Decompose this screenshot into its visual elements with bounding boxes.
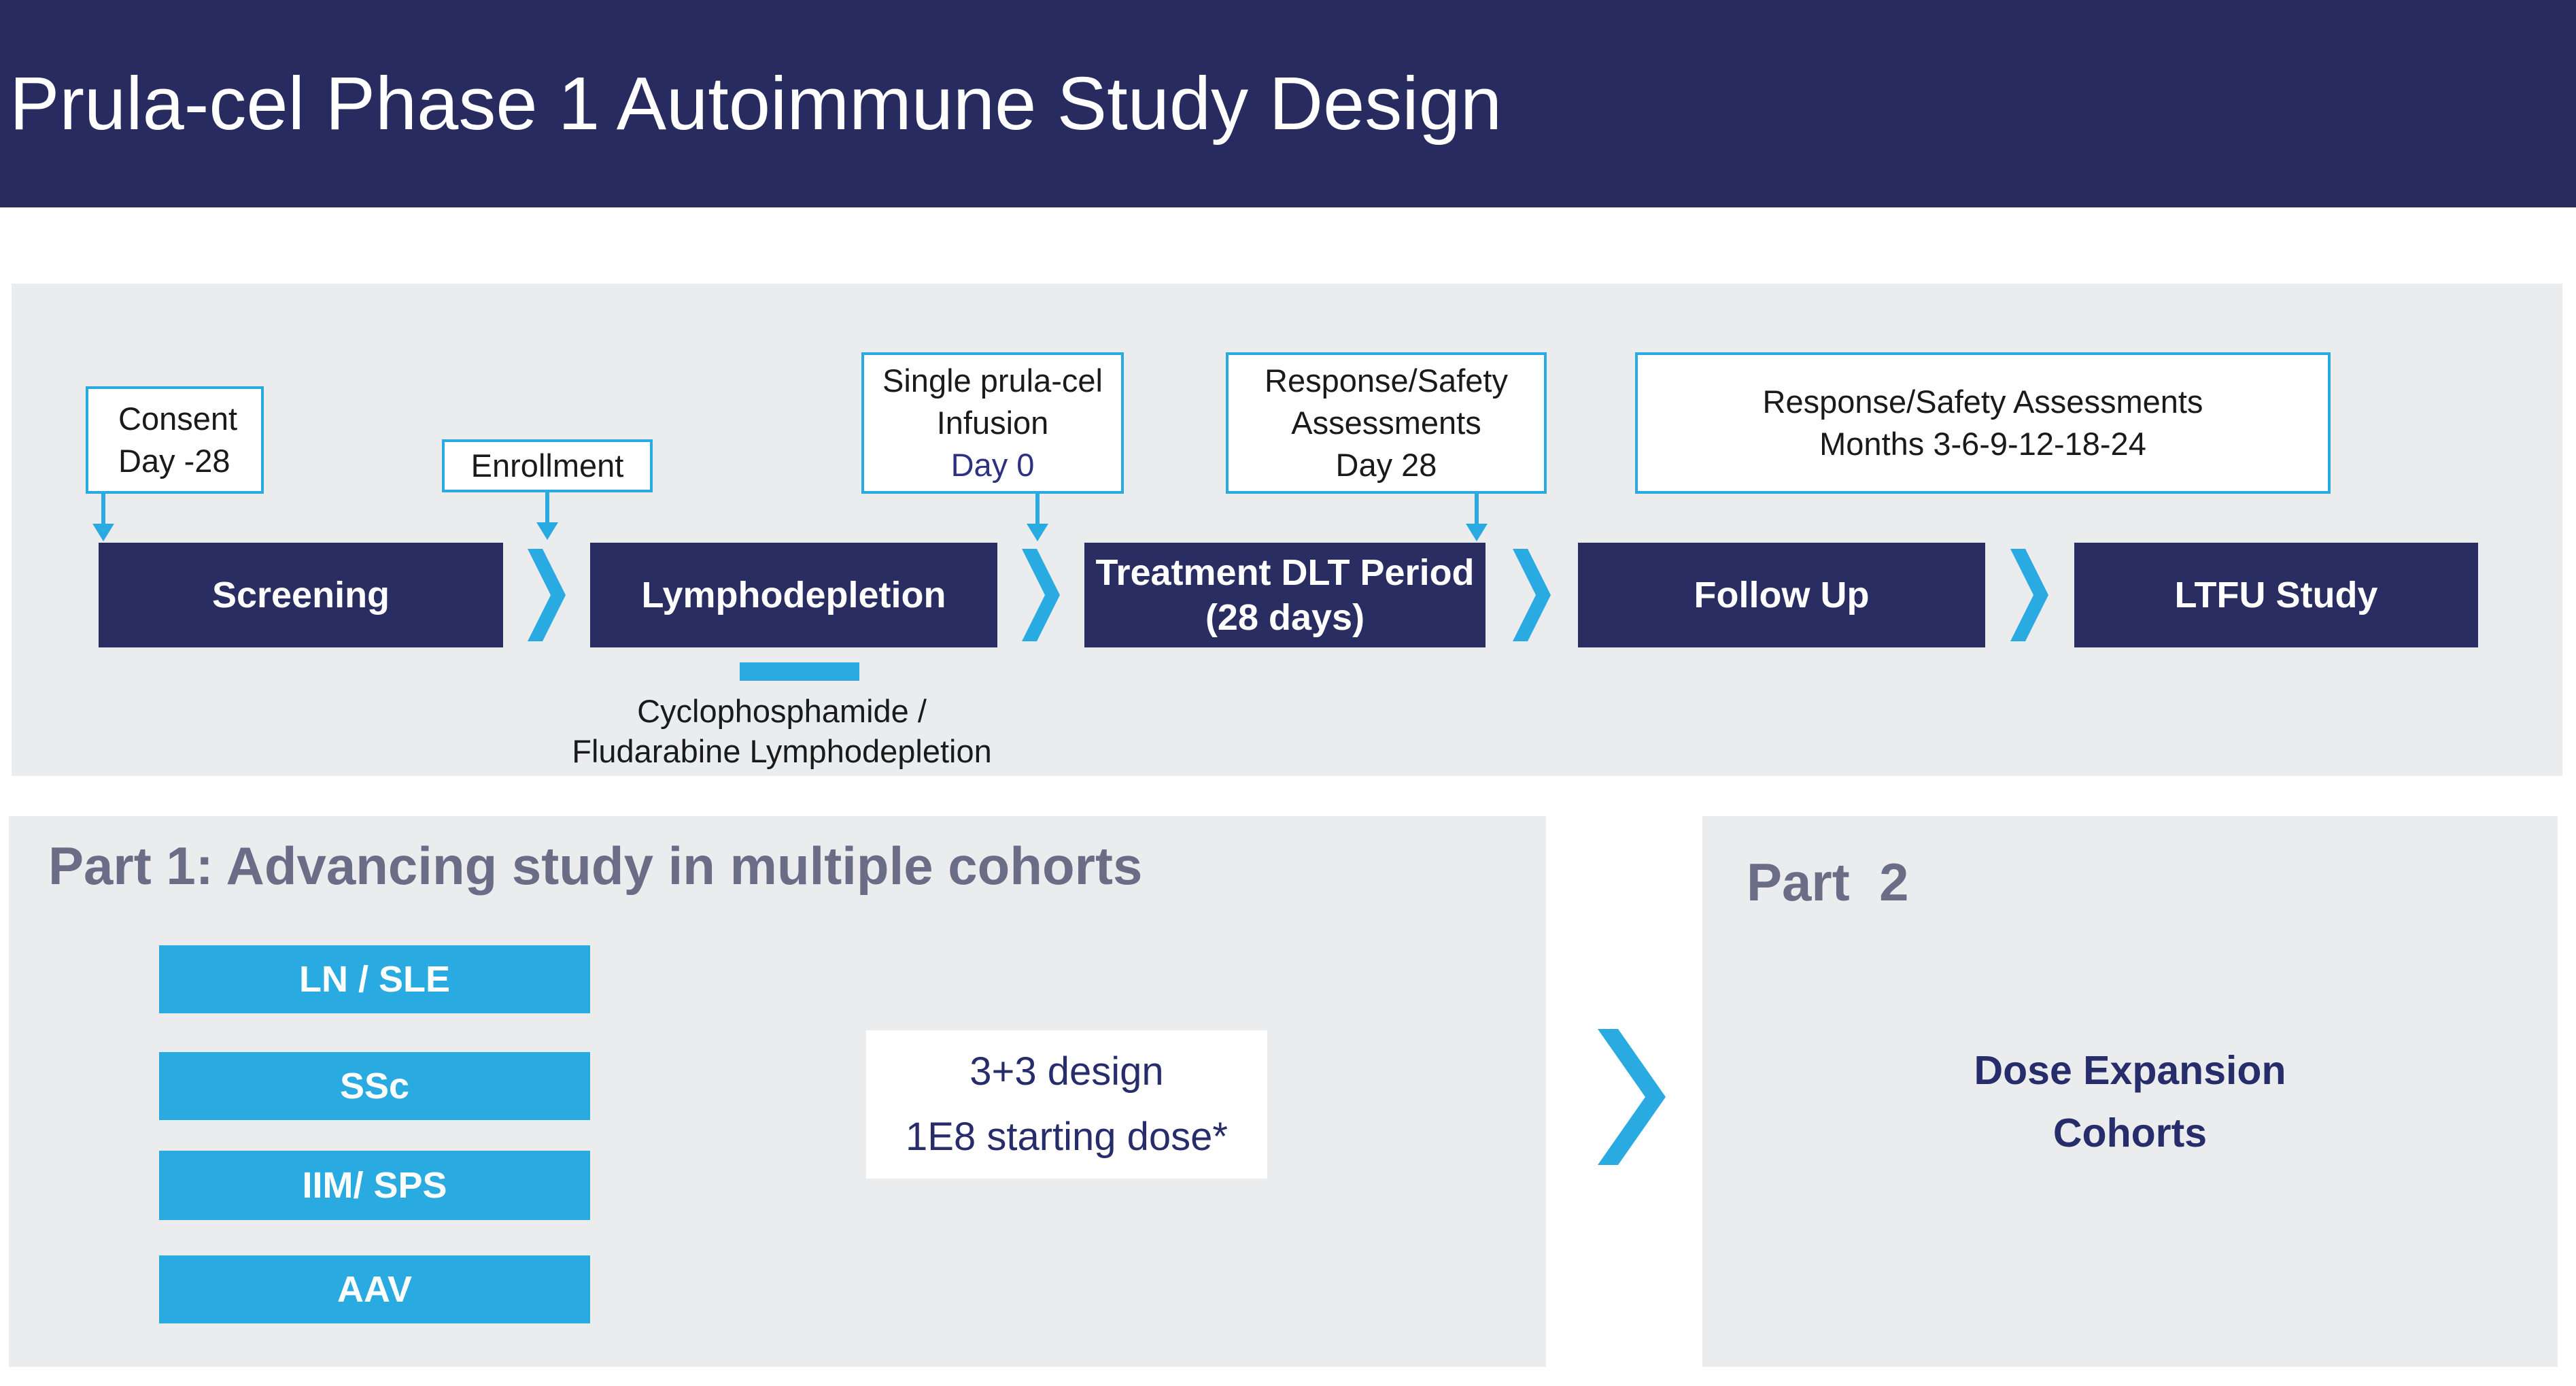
callout-infusion-line1: Single prula-cel bbox=[882, 362, 1103, 399]
callout-day28-line3: Day 28 bbox=[1335, 447, 1437, 483]
dose-expansion-line1: Dose Expansion bbox=[1974, 1048, 2286, 1093]
callout-enrollment-label: Enrollment bbox=[470, 447, 624, 484]
lymphodepletion-note: Cyclophosphamide / Fludarabine Lymphodep… bbox=[523, 691, 1040, 771]
down-arrow-icon bbox=[1465, 494, 1488, 541]
part-transition-chevron-icon bbox=[1598, 1029, 1666, 1165]
callout-months: Response/Safety Assessments Months 3-6-9… bbox=[1635, 352, 2331, 494]
callout-day28-line2: Assessments bbox=[1291, 405, 1481, 441]
design-note-box: 3+3 design 1E8 starting dose* bbox=[866, 1030, 1267, 1179]
callout-infusion-line2: Infusion bbox=[936, 405, 1049, 441]
callout-consent-line2: Day -28 bbox=[118, 443, 230, 479]
lymphodepletion-note-line2: Fludarabine Lymphodepletion bbox=[572, 733, 992, 769]
part2-panel bbox=[1702, 816, 2558, 1367]
flow-chevron-icon bbox=[528, 549, 566, 641]
stage-lymphodepletion: Lymphodepletion bbox=[590, 543, 997, 647]
stage-screening: Screening bbox=[99, 543, 503, 647]
part1-heading: Part 1: Advancing study in multiple coho… bbox=[48, 836, 1143, 896]
callout-months-line1: Response/Safety Assessments bbox=[1762, 384, 2203, 420]
flow-chevron-icon bbox=[1022, 549, 1060, 641]
callout-consent: Consent Day -28 bbox=[86, 386, 264, 494]
callout-enrollment: Enrollment bbox=[442, 439, 653, 492]
stage-ltfu: LTFU Study bbox=[2074, 543, 2478, 647]
callout-infusion-day: Day 0 bbox=[950, 447, 1035, 483]
stage-lymphodepletion-label: Lymphodepletion bbox=[641, 575, 946, 615]
callout-day28: Response/Safety Assessments Day 28 bbox=[1226, 352, 1547, 494]
design-note-line2: 1E8 starting dose* bbox=[906, 1115, 1228, 1159]
stage-treatment-dlt: Treatment DLT Period (28 days) bbox=[1084, 543, 1486, 647]
stage-screening-label: Screening bbox=[211, 575, 390, 615]
callout-day28-line1: Response/Safety bbox=[1265, 362, 1508, 399]
lymphodepletion-note-line1: Cyclophosphamide / bbox=[637, 693, 927, 729]
down-arrow-icon bbox=[1026, 494, 1049, 541]
cohort-ln-sle: LN / SLE bbox=[159, 945, 590, 1013]
part2-heading: Part 2 bbox=[1747, 852, 1909, 912]
stage-followup-label: Follow Up bbox=[1694, 575, 1870, 615]
stage-treatment-line2: (28 days) bbox=[1205, 597, 1365, 638]
dose-expansion-line2: Cohorts bbox=[2053, 1111, 2208, 1155]
down-arrow-icon bbox=[536, 492, 559, 540]
header-bar: Prula-cel Phase 1 Autoimmune Study Desig… bbox=[0, 0, 2576, 207]
cohort-iim-sps: IIM/ SPS bbox=[159, 1151, 590, 1220]
flow-chevron-icon bbox=[1513, 549, 1551, 641]
design-note-line1: 3+3 design bbox=[969, 1049, 1164, 1094]
stage-treatment-line1: Treatment DLT Period bbox=[1095, 552, 1475, 593]
flow-chevron-icon bbox=[2010, 549, 2048, 641]
cohort-aav: AAV bbox=[159, 1255, 590, 1323]
page-title: Prula-cel Phase 1 Autoimmune Study Desig… bbox=[10, 62, 1502, 146]
stage-ltfu-label: LTFU Study bbox=[2174, 575, 2378, 615]
callout-months-line2: Months 3-6-9-12-18-24 bbox=[1819, 426, 2146, 462]
dose-expansion-label: Dose Expansion Cohorts bbox=[1770, 1039, 2490, 1164]
stage-followup: Follow Up bbox=[1578, 543, 1985, 647]
callout-consent-line1: Consent bbox=[118, 401, 238, 437]
cohort-ssc: SSc bbox=[159, 1052, 590, 1120]
callout-infusion: Single prula-cel Infusion Day 0 bbox=[861, 352, 1124, 494]
down-arrow-icon bbox=[92, 494, 115, 541]
lymphodepletion-marker-bar bbox=[740, 662, 859, 681]
